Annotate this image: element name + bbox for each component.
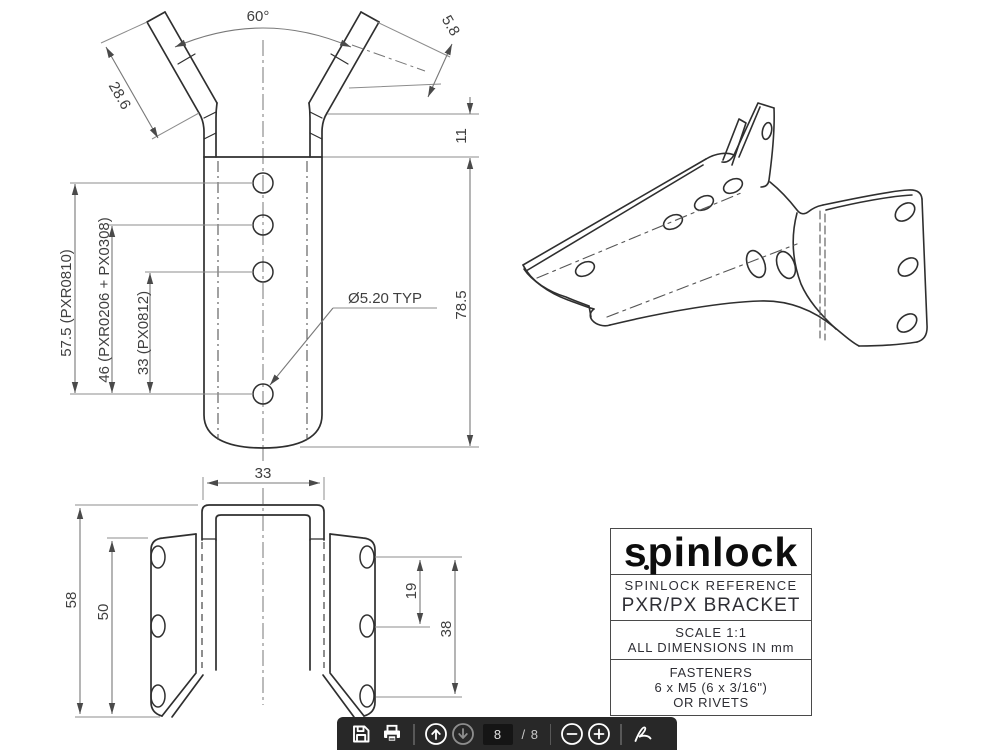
page-up-icon — [424, 723, 447, 745]
front-view: 60° 28.6 5.8 11 78.5 57.5 (PXR0810) 46 (… — [58, 8, 479, 462]
save-button[interactable] — [349, 722, 373, 746]
scale-row: SCALE 1:1 ALL DIMENSIONS IN mm — [611, 620, 811, 659]
dim-flange-height: 50 — [95, 604, 112, 621]
isometric-view — [522, 102, 928, 347]
logo-text: spinlock — [623, 528, 799, 575]
page-up-button[interactable] — [424, 722, 448, 746]
page-number-input[interactable]: 8 — [482, 723, 513, 745]
fasteners-label: FASTENERS — [669, 664, 753, 680]
dim-top-offset: 11 — [453, 128, 470, 144]
dim-tab-thickness: 5.8 — [438, 12, 463, 39]
scale-label: SCALE 1:1 — [675, 625, 747, 640]
page-down-button[interactable] — [451, 722, 475, 746]
fasteners-spec: 6 x M5 (6 x 3/16") — [654, 679, 768, 695]
units-label: ALL DIMENSIONS IN mm — [627, 640, 795, 655]
pdf-toolbar: 8 / 8 — [337, 717, 677, 750]
bottom-view: 33 58 50 19 38 — [63, 465, 462, 718]
toolbar-separator — [620, 723, 622, 745]
dim-spacing-3: 33 (PX0812) — [135, 291, 152, 375]
title-block: spinlock SPINLOCK REFERENCE PXR/PX BRACK… — [610, 528, 812, 716]
dim-bottom-overall: 58 — [63, 592, 80, 609]
fasteners-row: FASTENERS 6 x M5 (6 x 3/16") OR RIVETS — [611, 659, 811, 714]
spinlock-logo: spinlock — [611, 529, 811, 574]
page-down-icon — [451, 723, 474, 745]
dim-hole-callout: Ø5.20 TYP — [348, 290, 422, 307]
logo-dot — [644, 565, 649, 570]
zoom-in-icon — [588, 723, 611, 745]
dim-hole-pitch: 19 — [403, 583, 420, 600]
fasteners-alt: OR RIVETS — [673, 694, 749, 710]
toolbar-separator — [413, 723, 415, 745]
dim-spacing-1: 57.5 (PXR0810) — [58, 249, 75, 357]
toolbar-separator — [549, 723, 552, 745]
save-icon — [353, 725, 370, 743]
dim-angle: 60° — [247, 8, 270, 25]
open-in-acrobat-button[interactable] — [631, 722, 655, 746]
reference-label: SPINLOCK REFERENCE — [624, 578, 798, 593]
dim-hole-span: 38 — [438, 621, 455, 638]
dim-channel-width: 33 — [255, 465, 272, 482]
zoom-in-button[interactable] — [587, 722, 611, 746]
dim-spacing-2: 46 (PXR0206 + PX0308) — [96, 217, 113, 383]
dim-tab-length: 28.6 — [105, 79, 134, 113]
zoom-out-icon — [561, 723, 584, 745]
zoom-out-button[interactable] — [560, 722, 584, 746]
print-button[interactable] — [380, 722, 404, 746]
print-icon — [384, 724, 400, 743]
dim-overall-height: 78.5 — [453, 290, 470, 319]
reference-row: SPINLOCK REFERENCE PXR/PX BRACKET — [611, 574, 811, 620]
part-name: PXR/PX BRACKET — [621, 595, 801, 616]
adobe-acrobat-icon — [634, 726, 652, 742]
page-total-label: / 8 — [521, 726, 539, 742]
